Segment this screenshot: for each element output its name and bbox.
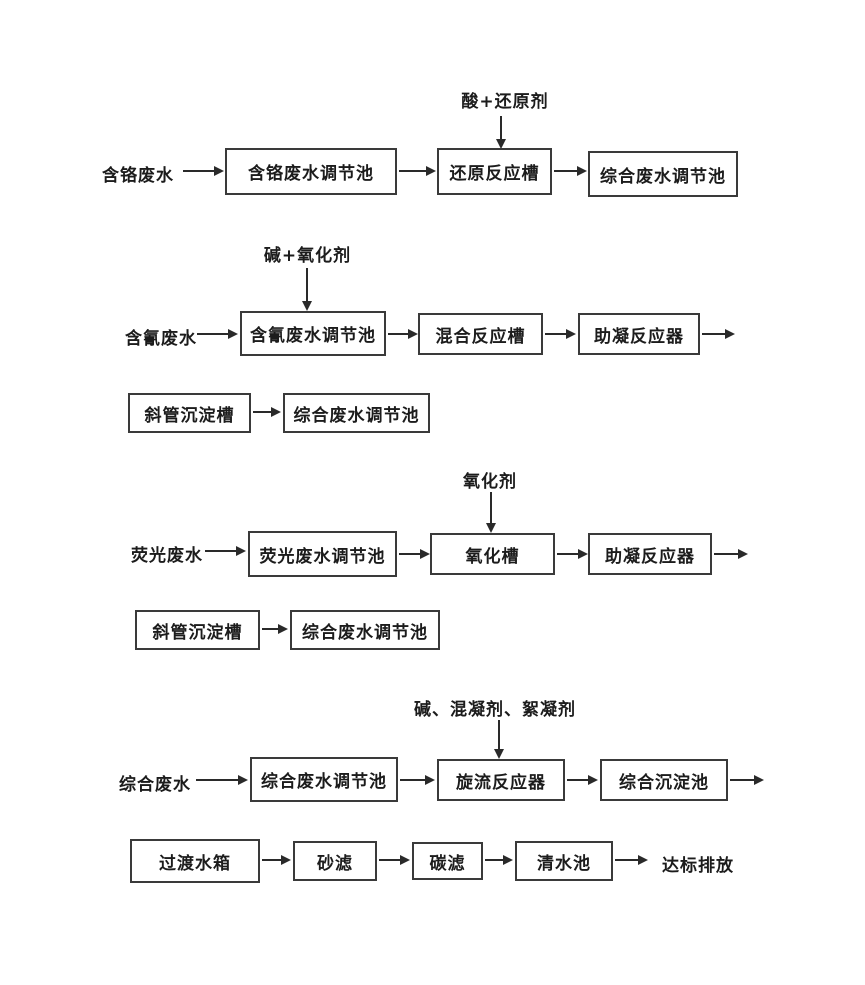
arrow-final-2 [379,855,410,865]
box-comprehensive-settling-tank: 综合沉淀池 [600,759,728,801]
arrow-cyanide-2 [545,329,576,339]
box-fluorescent-inclined-tube-settling-tank: 斜管沉淀槽 [135,610,260,650]
arrow-chromium-input [183,166,224,176]
box-oxidation-tank: 氧化槽 [430,533,555,575]
chemical-label-alkali-coagulant-flocculant: 碱、混凝剂、絮凝剂 [414,700,576,720]
box-transition-water-tank: 过渡水箱 [130,839,260,883]
arrow-cyanide-continuation [253,407,281,417]
box-sand-filter: 砂滤 [293,841,377,881]
box-cyanide-adjust-tank: 含氰废水调节池 [240,311,386,356]
chemical-label-acid-reducer: 酸+还原剂 [461,92,549,112]
box-reduction-reaction-tank: 还原反应槽 [437,148,552,195]
box-cyanide-comprehensive-adjust-tank: 综合废水调节池 [283,393,430,433]
box-chromium-comprehensive-adjust-tank: 综合废水调节池 [588,151,738,197]
box-cyanide-coagulation-reactor: 助凝反应器 [578,313,700,355]
chemical-label-oxidant: 氧化剂 [463,472,517,492]
input-label-cyanide-wastewater: 含氰废水 [125,329,197,349]
box-carbon-filter: 碳滤 [412,842,483,880]
box-clean-water-tank: 清水池 [515,841,613,881]
arrow-down-acid-reducer [496,116,506,149]
arrow-fluorescent-exit [714,549,748,559]
box-fluorescent-coagulation-reactor: 助凝反应器 [588,533,712,575]
input-label-fluorescent-wastewater: 荧光废水 [131,546,203,566]
outcome-label-discharge-standard: 达标排放 [662,856,734,876]
arrow-final-4 [615,855,648,865]
arrow-chromium-1 [399,166,436,176]
arrow-comprehensive-1 [400,775,435,785]
arrow-fluorescent-input [205,546,246,556]
arrow-cyanide-exit [702,329,735,339]
input-label-chromium-wastewater: 含铬废水 [102,166,174,186]
arrow-comprehensive-input [196,775,248,785]
arrow-final-1 [262,855,291,865]
arrow-fluorescent-1 [399,549,430,559]
arrow-cyanide-1 [388,329,418,339]
arrow-cyanide-input [197,329,238,339]
box-cyclone-reactor: 旋流反应器 [437,759,565,801]
box-mixing-reaction-tank: 混合反应槽 [418,313,543,355]
input-label-comprehensive-wastewater: 综合废水 [119,775,191,795]
arrow-down-alkali-oxidant [302,268,312,311]
box-comprehensive-adjust-tank: 综合废水调节池 [250,757,398,802]
box-fluorescent-adjust-tank: 荧光废水调节池 [248,531,397,577]
arrow-comprehensive-2 [567,775,598,785]
arrow-fluorescent-2 [557,549,588,559]
arrow-down-oxidant [486,492,496,533]
arrow-chromium-2 [554,166,587,176]
chemical-label-alkali-oxidant: 碱+氧化剂 [263,246,352,266]
box-cyanide-inclined-tube-settling-tank: 斜管沉淀槽 [128,393,251,433]
box-fluorescent-comprehensive-adjust-tank: 综合废水调节池 [290,610,440,650]
arrow-comprehensive-exit [730,775,764,785]
arrow-down-alkali-coagulant [494,720,504,759]
box-chromium-adjust-tank: 含铬废水调节池 [225,148,397,195]
arrow-fluorescent-continuation [262,624,288,634]
arrow-final-3 [485,855,513,865]
